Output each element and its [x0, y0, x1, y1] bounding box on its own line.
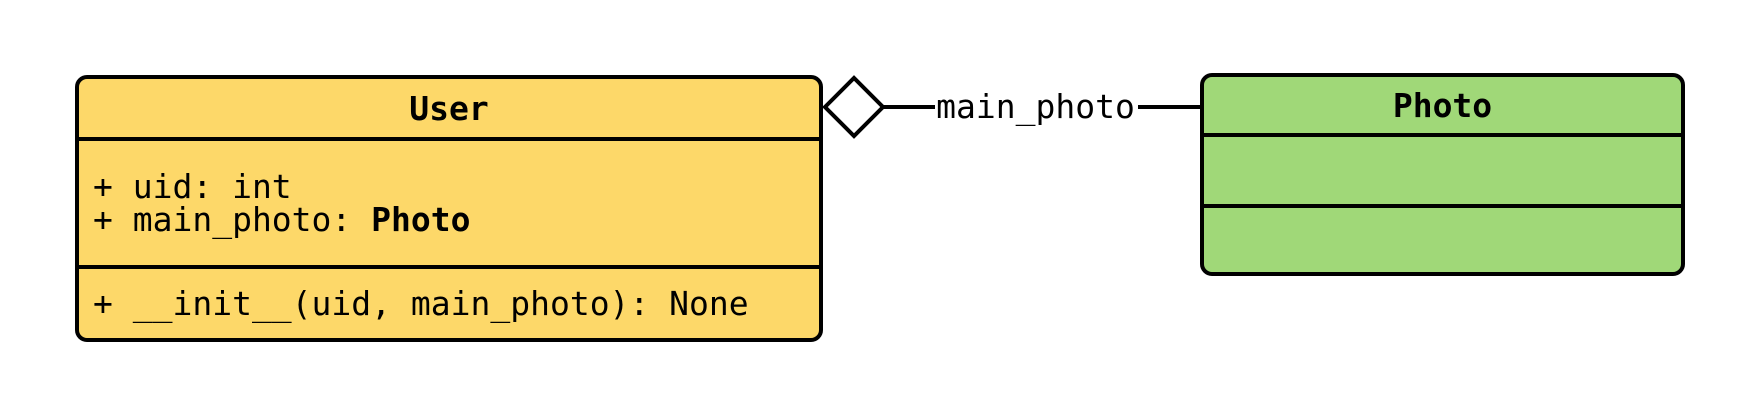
attribute-text: + main_photo:	[93, 200, 372, 239]
attribute-text: + uid: int	[93, 167, 292, 206]
attribute-row: + uid: int	[93, 170, 819, 203]
attribute-row: + main_photo: Photo	[93, 203, 819, 236]
method-text: + __init__(uid, main_photo): None	[93, 284, 749, 323]
user-attributes-compartment: + uid: int + main_photo: Photo	[79, 141, 819, 269]
aggregation-diamond-icon	[823, 75, 886, 139]
attribute-type-bold: Photo	[371, 200, 471, 239]
photo-methods-compartment	[1204, 208, 1681, 272]
class-box-photo: Photo	[1200, 73, 1685, 276]
class-title-user: User	[79, 79, 819, 141]
class-box-user: User + uid: int + main_photo: Photo + __…	[75, 75, 823, 342]
user-methods-compartment: + __init__(uid, main_photo): None	[79, 269, 819, 338]
aggregation-connector	[823, 75, 1200, 139]
class-title-photo: Photo	[1204, 77, 1681, 137]
method-row: + __init__(uid, main_photo): None	[93, 287, 819, 320]
relationship-label: main_photo	[936, 87, 1135, 126]
photo-attributes-compartment	[1204, 137, 1681, 208]
